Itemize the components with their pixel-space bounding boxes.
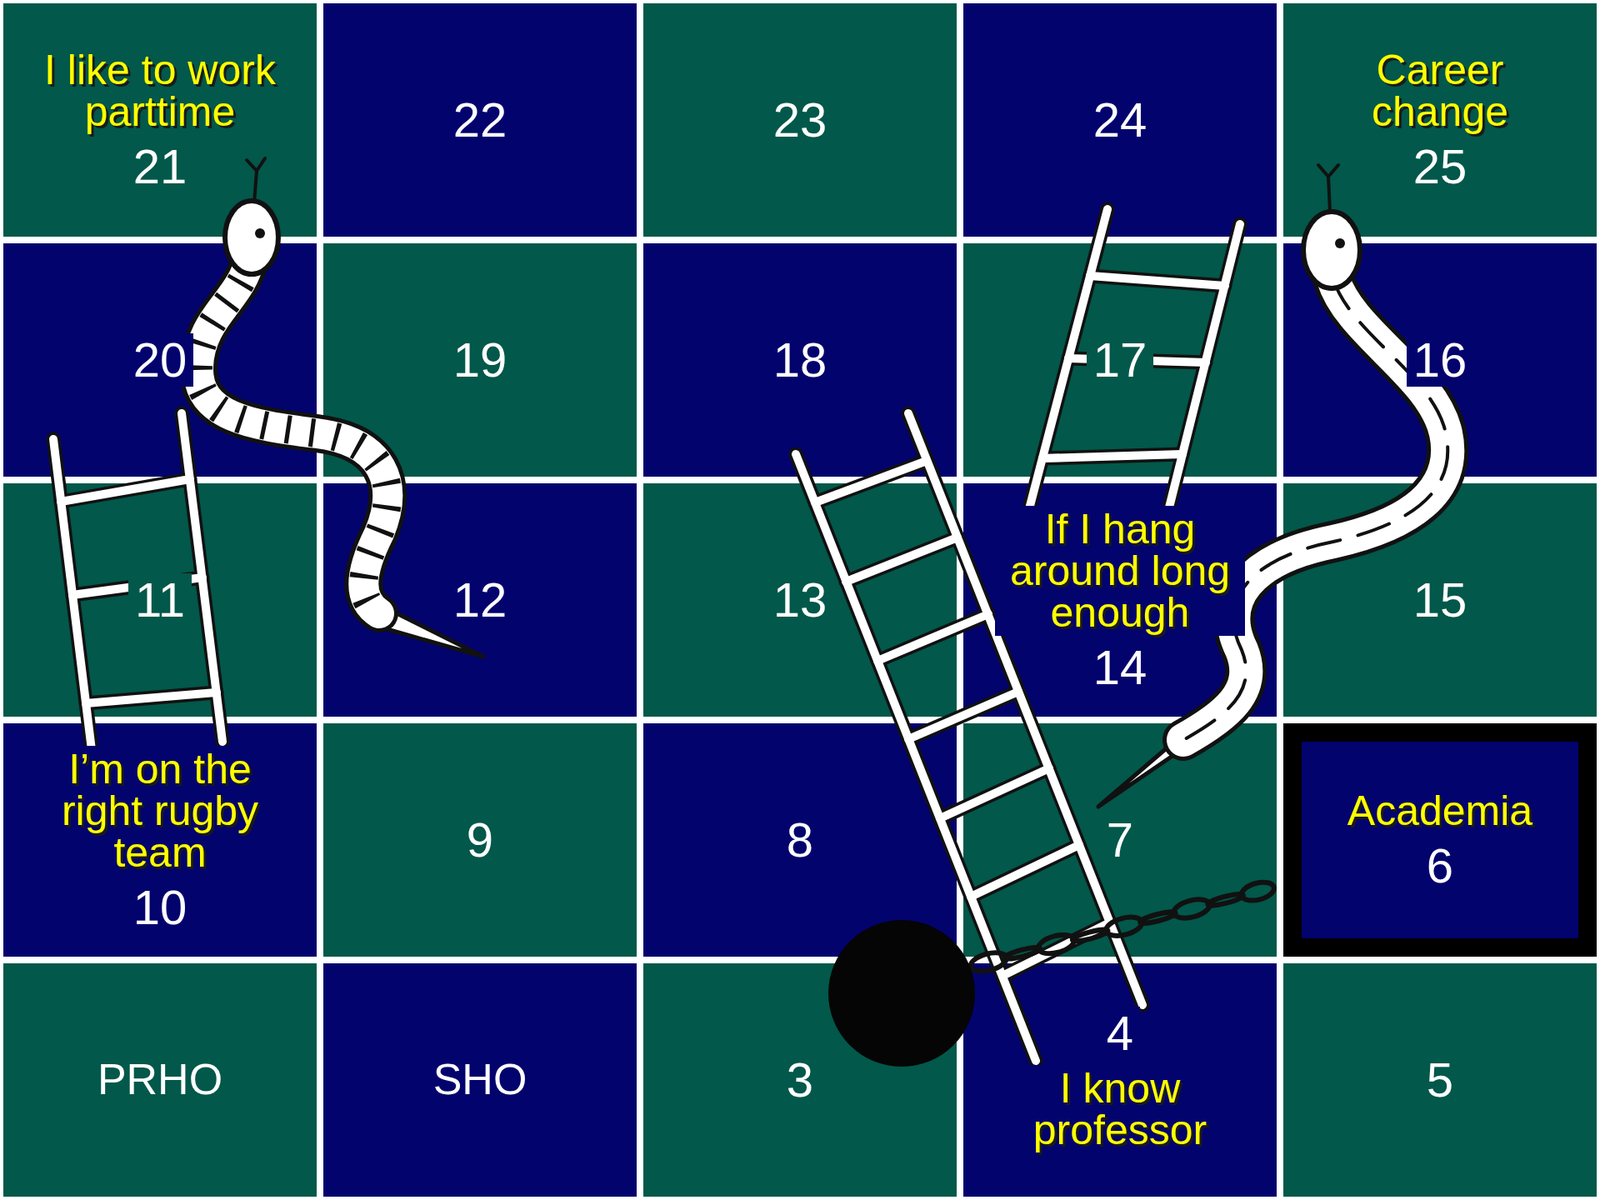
- square-number: 9: [460, 813, 500, 867]
- board-square: 17: [963, 243, 1277, 477]
- square-number: 10: [126, 880, 195, 935]
- career-label: I like to work parttime: [14, 46, 306, 135]
- board-square: 12: [323, 483, 637, 717]
- board-square: 11: [3, 483, 317, 717]
- board-square: 15: [1283, 483, 1597, 717]
- square-number: 6: [1420, 839, 1460, 893]
- board-square: 4I know professor: [963, 963, 1277, 1197]
- square-number: 3: [780, 1053, 820, 1107]
- square-number: 14: [1086, 640, 1155, 695]
- square-number: 21: [126, 140, 195, 194]
- ladder: [1020, 209, 1240, 541]
- square-number: 22: [446, 93, 515, 147]
- board-square: I’m on the right rugby team10: [3, 723, 317, 957]
- square-number: 11: [128, 573, 192, 627]
- board-square: 16: [1283, 243, 1597, 477]
- board-square: 18: [643, 243, 957, 477]
- square-number: 8: [780, 813, 820, 867]
- board-square: 19: [323, 243, 637, 477]
- snake: [1098, 165, 1448, 807]
- board-square: 24: [963, 3, 1277, 237]
- board-square: 23: [643, 3, 957, 237]
- square-number: 12: [446, 573, 515, 627]
- ball-and-chain: [828, 879, 1276, 1067]
- career-label: I’m on the right rugby team: [35, 745, 285, 876]
- board-square: 3: [643, 963, 957, 1197]
- board-square: If I hang around long enough14: [963, 483, 1277, 717]
- ladder: [53, 413, 223, 750]
- board-square: 22: [323, 3, 637, 237]
- snake: [198, 158, 484, 657]
- career-label: I know professor: [995, 1065, 1245, 1154]
- career-label: If I hang around long enough: [995, 505, 1245, 636]
- square-number: 18: [766, 333, 835, 387]
- career-label: Academia: [1340, 787, 1540, 835]
- square-number: 19: [446, 333, 515, 387]
- board-square: 5: [1283, 963, 1597, 1197]
- board-square: Career change25: [1283, 3, 1597, 237]
- square-number: 7: [1100, 813, 1140, 867]
- grade-label: SHO: [426, 1055, 535, 1104]
- square-number: 23: [766, 93, 835, 147]
- square-number: 24: [1086, 93, 1155, 147]
- board-square: 8: [643, 723, 957, 957]
- square-number: 20: [126, 333, 195, 387]
- square-number: 17: [1086, 333, 1155, 387]
- grade-label: PRHO: [90, 1055, 230, 1104]
- square-number: 5: [1420, 1053, 1460, 1107]
- career-label: Career change: [1315, 46, 1565, 135]
- board-square: I like to work parttime21: [3, 3, 317, 237]
- board-square: Academia6: [1283, 723, 1597, 957]
- board-square: PRHO: [3, 963, 317, 1197]
- ladder: [795, 413, 1143, 1061]
- board-square: 20: [3, 243, 317, 477]
- board-square: 13: [643, 483, 957, 717]
- square-number: 16: [1406, 333, 1475, 387]
- square-number: 25: [1406, 140, 1475, 194]
- square-number: 15: [1406, 573, 1475, 627]
- square-number: 13: [766, 573, 835, 627]
- board-square: SHO: [323, 963, 637, 1197]
- square-number: 4: [1100, 1006, 1140, 1060]
- board-square: 9: [323, 723, 637, 957]
- board-square: 7: [963, 723, 1277, 957]
